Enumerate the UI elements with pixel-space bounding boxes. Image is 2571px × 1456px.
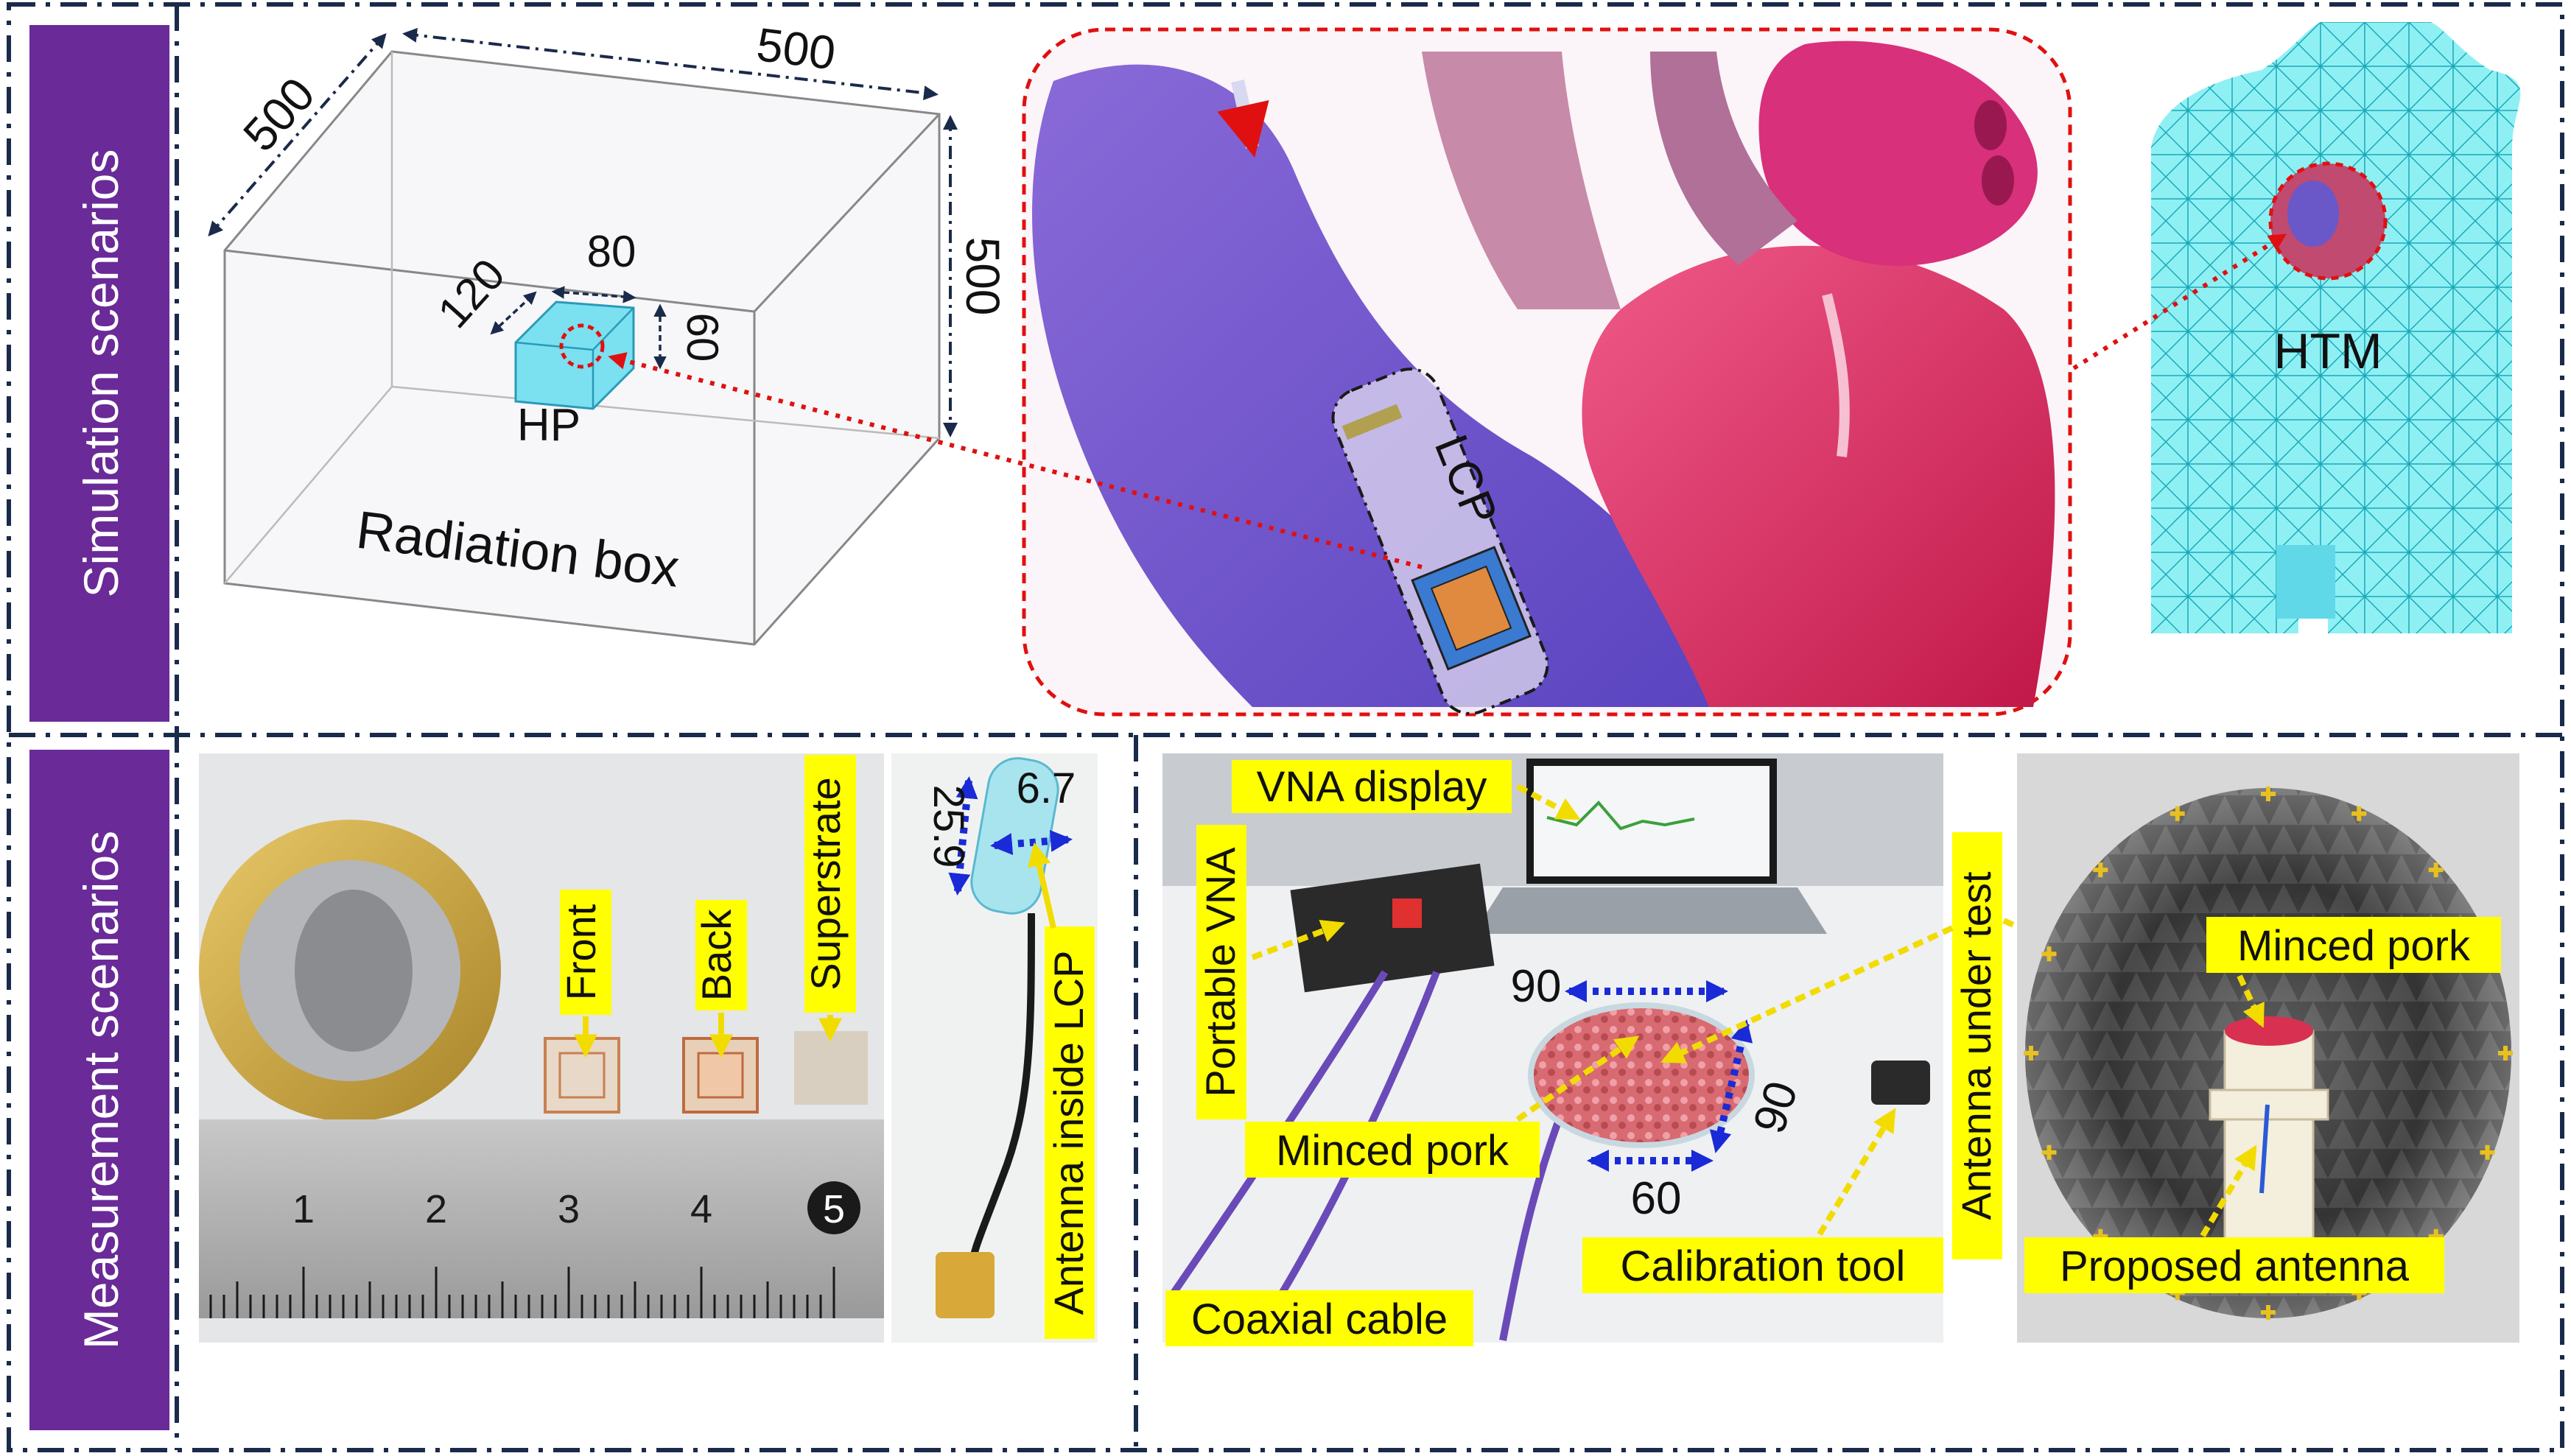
vna-setup-photo: 90 90 60 VNA display Portable VNA Minced… <box>1162 753 1943 1346</box>
chamber-marker <box>2428 862 2444 878</box>
pork-dim-top: 90 <box>1511 961 1562 1012</box>
pork-container <box>1528 1002 1755 1148</box>
box-width-dim: 500 <box>754 18 838 80</box>
sma-connector <box>936 1252 995 1318</box>
lcp-diameter-dim: 6.7 <box>1017 764 1076 812</box>
chamber-marker <box>2261 1305 2276 1320</box>
htm-label: HTM <box>2273 323 2382 379</box>
measurement-label: Measurement scenarios <box>74 831 128 1349</box>
svg-text:Minced pork: Minced pork <box>1276 1127 1509 1175</box>
chamber-marker <box>2351 806 2367 821</box>
minced-pork-label: Minced pork <box>1245 1035 1640 1178</box>
vna-display-label: VNA display <box>1232 760 1581 820</box>
measurement-sidebar: Measurement scenarios <box>29 750 169 1430</box>
chamber-marker <box>2024 1046 2038 1061</box>
superstrate-sample <box>794 1031 868 1105</box>
pork-sample-chamber <box>2225 1016 2313 1046</box>
calibration-tool <box>1871 1061 1930 1105</box>
radiation-box-diagram: 500 500 500 120 80 60 HP Radiation box <box>208 18 1009 646</box>
svg-text:Antenna inside LCP: Antenna inside LCP <box>1045 950 1092 1315</box>
lcp-antenna-photo: 25.9 6.7 Antenna inside LCP <box>891 753 1098 1343</box>
heart-illustration: LCP <box>1022 27 2072 717</box>
hp-to-lcp-arrow <box>608 352 1423 569</box>
chamber-marker <box>2041 946 2057 962</box>
chamber-marker <box>2498 1046 2513 1061</box>
sample-photo: 1 2 3 4 5 Front Back Superstrate <box>199 753 884 1343</box>
ruler-number: 3 <box>558 1187 580 1231</box>
lcp-capsule: LCP <box>1331 367 1549 715</box>
svg-text:Front: Front <box>558 904 604 1000</box>
pork-dim-bottom: 60 <box>1631 1173 1682 1224</box>
chamber-marker <box>2093 862 2108 878</box>
simulation-sidebar: Simulation scenarios <box>29 25 169 722</box>
proposed-antenna-label: Proposed antenna <box>2024 1144 2444 1293</box>
ruler-number: 5 <box>823 1187 845 1231</box>
ruler <box>199 1119 884 1318</box>
chamber-marker <box>2261 787 2276 801</box>
back-label: Back <box>693 900 747 1058</box>
svg-text:Minced pork: Minced pork <box>2237 922 2471 970</box>
ruler-ticks <box>209 1267 835 1318</box>
svg-text:Portable VNA: Portable VNA <box>1197 847 1244 1097</box>
chamber-marker <box>2041 1144 2057 1160</box>
ruler-number: 4 <box>690 1187 712 1231</box>
ruler-numbers: 1 2 3 4 5 <box>292 1181 860 1234</box>
portable-vna-label: Portable VNA <box>1196 825 1345 1119</box>
simulation-label: Simulation scenarios <box>74 150 128 598</box>
antenna-inside-lcp-label: Antenna inside LCP <box>1045 926 1095 1339</box>
anechoic-chamber-photo: Minced pork Proposed antenna <box>2017 753 2519 1343</box>
superstrate-label: Superstrate <box>802 755 856 1042</box>
hp-label: HP <box>517 400 581 451</box>
chamber-minced-pork-label: Minced pork <box>2206 917 2501 1028</box>
svg-text:Superstrate: Superstrate <box>802 777 849 991</box>
chamber-marker <box>2480 1144 2495 1160</box>
svg-text:Calibration tool: Calibration tool <box>1621 1242 1906 1290</box>
htm-body-model: HTM <box>2151 22 2521 633</box>
chamber-marker <box>2170 806 2185 821</box>
hp-height-dim: 60 <box>678 313 727 362</box>
ruler-number-5-badge <box>807 1181 860 1234</box>
front-sample <box>544 1037 620 1114</box>
ruler-number: 2 <box>425 1187 447 1231</box>
calibration-tool-label: Calibration tool <box>1582 1108 1943 1293</box>
hp-width-dim: 80 <box>587 227 636 276</box>
front-label: Front <box>558 890 611 1058</box>
lcp-length-dim: 25.9 <box>925 785 972 868</box>
svg-text:Antenna under test: Antenna under test <box>1953 871 1999 1220</box>
frames <box>7 2 2564 1452</box>
svg-text:VNA display: VNA display <box>1257 763 1487 811</box>
svg-text:Proposed antenna: Proposed antenna <box>2060 1242 2410 1290</box>
svg-text:Coaxial cable: Coaxial cable <box>1191 1295 1448 1343</box>
svg-text:Back: Back <box>693 909 740 1001</box>
ruler-number: 1 <box>292 1187 315 1231</box>
box-height-dim: 500 <box>956 237 1009 316</box>
coaxial-cable-label: Coaxial cable <box>1165 1290 1473 1346</box>
